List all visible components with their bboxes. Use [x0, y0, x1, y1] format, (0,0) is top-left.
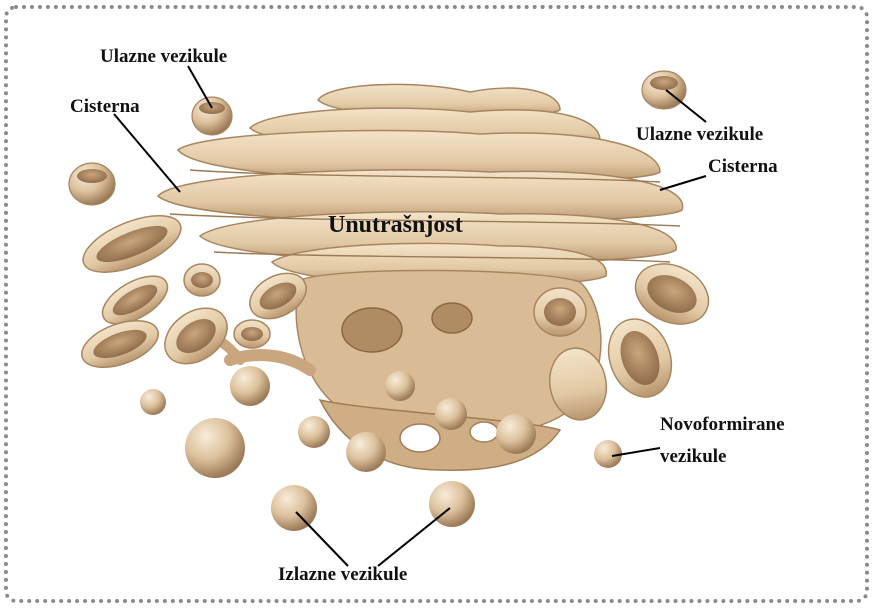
vesicle: [140, 389, 166, 415]
label-izlazne-vezikule: Izlazne vezikule: [278, 564, 407, 585]
vesicle: [298, 416, 330, 448]
network-hole: [432, 303, 472, 333]
network-hole: [342, 308, 402, 352]
new-vesicle: [594, 440, 622, 468]
label-cisterna-right: Cisterna: [708, 156, 778, 177]
vesicle: [185, 418, 245, 478]
leader-line: [114, 114, 180, 192]
label-unutrasnjost: Unutrašnjost: [328, 212, 463, 238]
vesicle: [385, 371, 415, 401]
network-hole: [470, 422, 498, 442]
cisternae-stack: [158, 84, 683, 285]
network-hole: [400, 424, 440, 452]
incoming-vesicle-opening: [77, 169, 107, 183]
leader-line: [660, 176, 706, 190]
label-ulazne-vezikule-right: Ulazne vezikule: [636, 124, 763, 145]
vesicle: [346, 432, 386, 472]
leader-line: [296, 512, 348, 566]
vesicle: [230, 366, 270, 406]
label-novoformirane: Novoformirane: [660, 414, 785, 435]
leader-line: [378, 508, 450, 566]
bowl-vesicle: [544, 298, 576, 326]
label-ulazne-vezikule-left: Ulazne vezikule: [100, 46, 227, 67]
vesicle: [496, 414, 536, 454]
bowl-vesicle: [191, 272, 213, 288]
incoming-vesicle-opening: [650, 76, 678, 90]
label-cisterna-left: Cisterna: [70, 96, 140, 117]
label-vezikule: vezikule: [660, 446, 727, 467]
outgoing-vesicle: [271, 485, 317, 531]
vesicle: [435, 398, 467, 430]
bowl-vesicle: [241, 327, 263, 341]
